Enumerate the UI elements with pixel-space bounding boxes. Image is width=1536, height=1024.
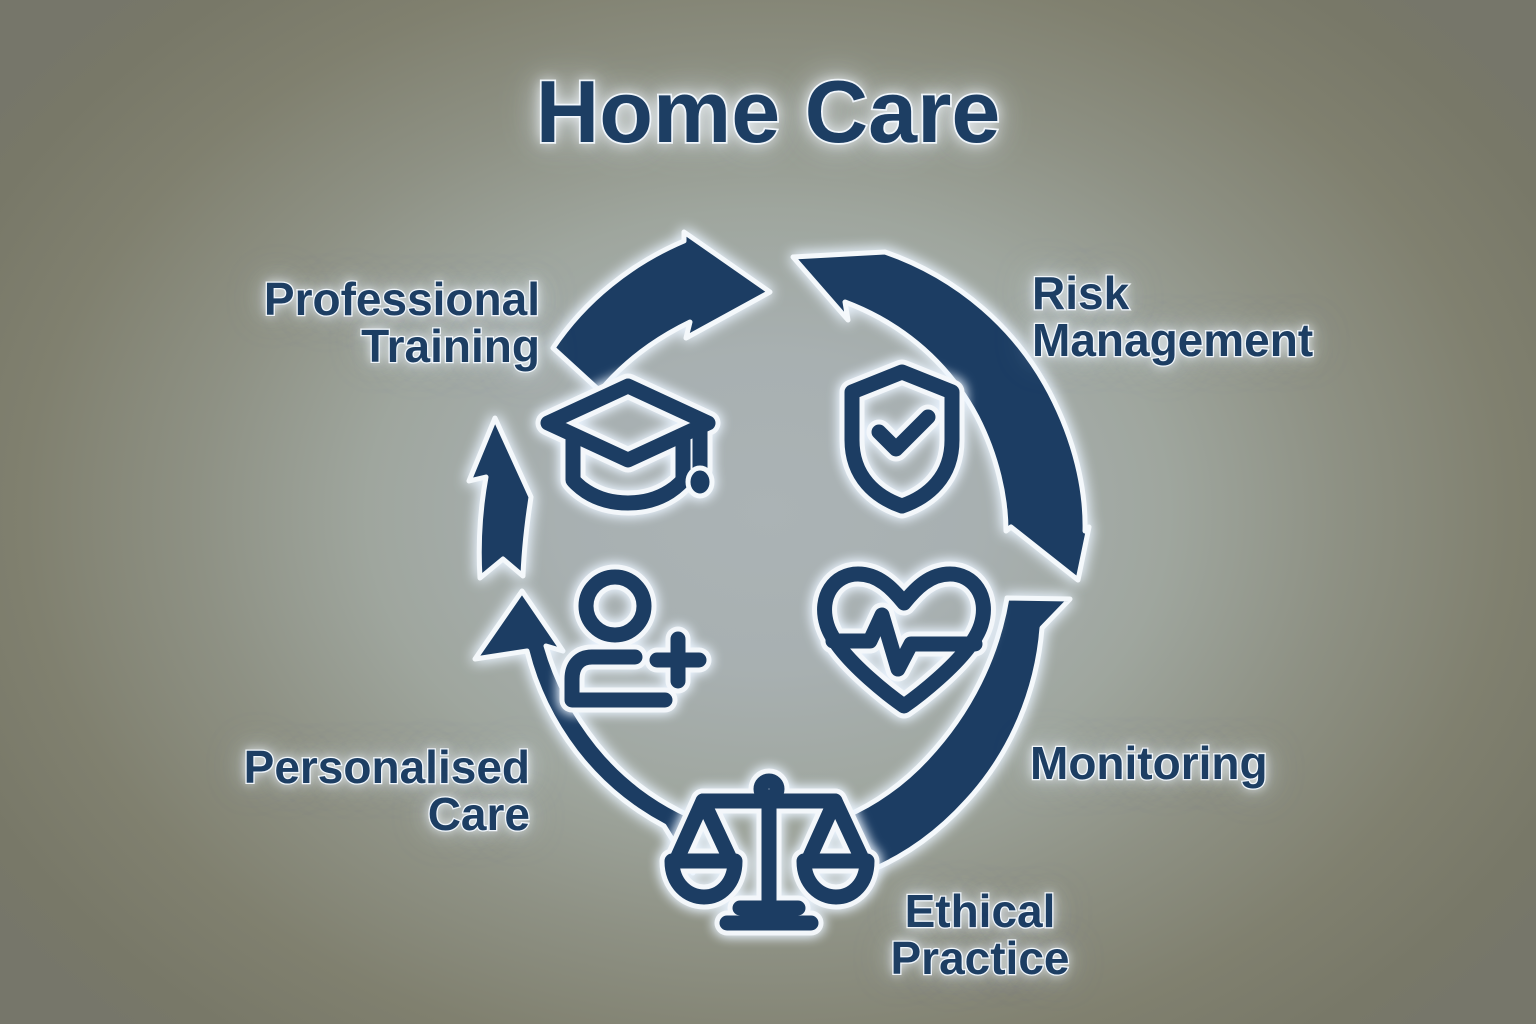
graduation-cap-icon — [535, 373, 721, 516]
cycle-arrow-segment-3 — [843, 595, 1073, 873]
heart-pulse-icon — [812, 561, 996, 719]
cycle-arrow-segment-1 — [550, 229, 773, 394]
cycle-label-monitoring: Monitoring — [1029, 737, 1269, 789]
cycle-label-risk-management: Risk Management — [1031, 267, 1315, 366]
person-plus-icon — [559, 564, 712, 713]
cycle-label-ethical-practice: Ethical Practice — [889, 885, 1071, 984]
page-title: Home Care — [534, 62, 1002, 161]
shield-check-icon — [839, 359, 965, 519]
cycle-label-personalised-care: Personalised Care — [242, 741, 531, 840]
cycle-label-professional-training: Professional Training — [263, 273, 542, 372]
cycle-arrow-segment-5 — [466, 415, 534, 581]
